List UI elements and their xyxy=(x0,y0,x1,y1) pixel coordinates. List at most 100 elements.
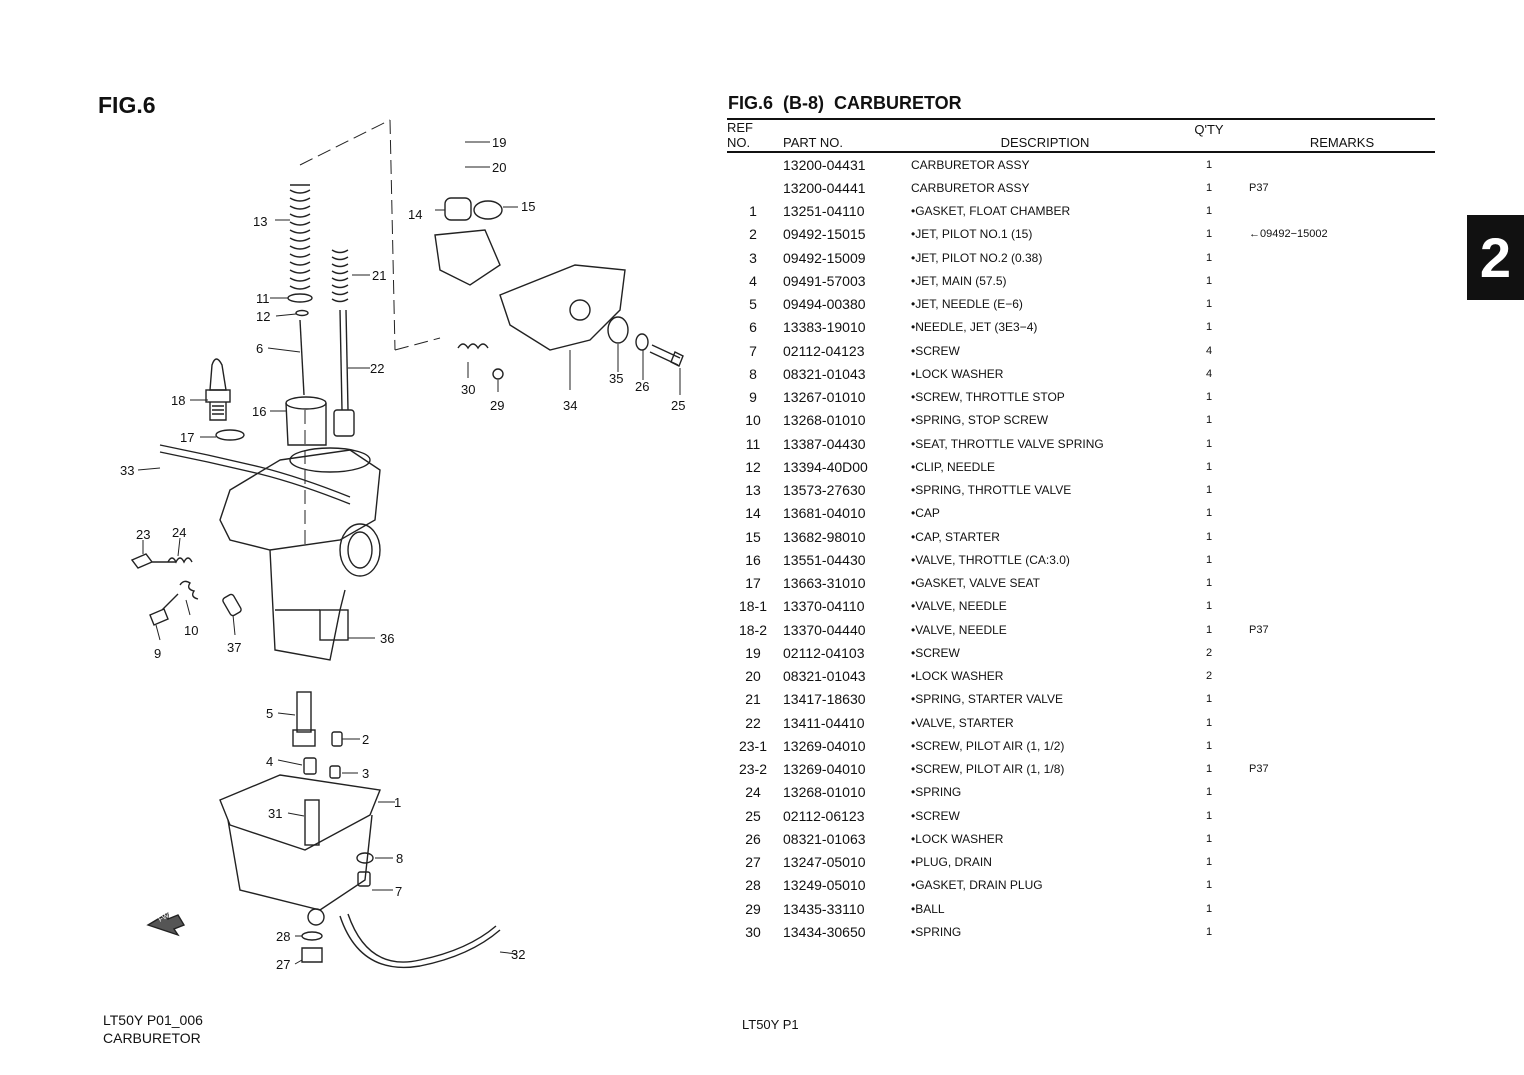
description-cell: •BALL xyxy=(911,901,945,916)
remarks-cell xyxy=(1239,641,1435,664)
header-qty-label: Q'TY xyxy=(1194,122,1224,137)
description-cell: •JET, PILOT NO.2 (0.38) xyxy=(911,250,1043,265)
remarks-cell xyxy=(1239,502,1435,525)
part-no-cell: 13387-04430 xyxy=(783,435,866,452)
description-cell: •PLUG, DRAIN xyxy=(911,855,992,870)
part-no-cell: 13681-04010 xyxy=(783,505,866,522)
callout-2: 2 xyxy=(362,732,369,747)
remarks-cell xyxy=(1239,595,1435,618)
qty-cell: 1 xyxy=(1205,763,1213,776)
callout-14: 14 xyxy=(408,207,422,222)
part-no-cell: 13663-31010 xyxy=(783,575,866,592)
ref-no-cell: 26 xyxy=(745,830,761,847)
part-no-cell: 13251-04110 xyxy=(783,203,865,220)
qty-cell: 1 xyxy=(1205,205,1213,218)
description-cell: •CAP, STARTER xyxy=(911,529,1000,544)
callout-32: 32 xyxy=(511,947,525,962)
qty-cell: 1 xyxy=(1205,181,1213,194)
qty-cell: 1 xyxy=(1205,739,1213,752)
remarks-cell: ←09492−15002 xyxy=(1249,228,1328,241)
description-cell: •SEAT, THROTTLE VALVE SPRING xyxy=(911,436,1104,451)
description-cell: •SPRING, STOP SCREW xyxy=(911,413,1049,428)
description-cell: •SCREW, PILOT AIR (1, 1/2) xyxy=(911,738,1065,753)
qty-cell: 1 xyxy=(1205,879,1213,892)
left-footer-caption: CARBURETOR xyxy=(103,1030,201,1046)
callout-33: 33 xyxy=(120,463,134,478)
remarks-cell xyxy=(1239,152,1435,176)
description-cell: •NEEDLE, JET (3E3−4) xyxy=(911,320,1038,335)
figure-label: FIG.6 xyxy=(98,92,156,118)
callout-16: 16 xyxy=(252,404,266,419)
part-no-cell: 13383-19010 xyxy=(783,319,866,336)
ref-no-cell: 4 xyxy=(749,272,757,289)
callout-1: 1 xyxy=(394,795,401,810)
ref-no-cell: 27 xyxy=(745,854,761,871)
qty-cell: 4 xyxy=(1205,344,1213,357)
description-cell: CARBURETOR ASSY xyxy=(911,157,1030,172)
description-cell: •LOCK WASHER xyxy=(911,366,1004,381)
callout-7: 7 xyxy=(395,884,402,899)
qty-cell: 1 xyxy=(1205,623,1213,636)
ref-no-cell: 6 xyxy=(749,319,757,336)
callout-13: 13 xyxy=(253,214,267,229)
part-no-cell: 13268-01010 xyxy=(783,784,866,801)
header-ref-no: REF NO. xyxy=(727,118,779,153)
remarks-cell xyxy=(1239,525,1435,548)
qty-cell: 1 xyxy=(1205,809,1213,822)
qty-cell: 1 xyxy=(1205,391,1213,404)
qty-cell: 1 xyxy=(1205,460,1213,473)
description-cell: •VALVE, NEEDLE xyxy=(911,599,1007,614)
ref-no-cell: 10 xyxy=(745,412,761,429)
callout-34: 34 xyxy=(563,398,577,413)
callout-36: 36 xyxy=(380,631,394,646)
description-cell: •LOCK WASHER xyxy=(911,831,1004,846)
table-header-row: REF NO. PART NO. DESCRIPTION Q'TY REMARK… xyxy=(727,118,1435,153)
callout-18: 18 xyxy=(171,393,185,408)
description-cell: •JET, PILOT NO.1 (15) xyxy=(911,227,1033,242)
remarks-cell xyxy=(1239,386,1435,409)
page-title: FIG.6 (B-8) CARBURETOR xyxy=(728,93,962,113)
header-description: DESCRIPTION xyxy=(903,118,1179,153)
remarks-cell xyxy=(1239,479,1435,502)
part-no-cell: 13394-40D00 xyxy=(783,458,868,475)
part-no-cell: 09492-15015 xyxy=(783,226,866,243)
remarks-cell xyxy=(1239,711,1435,734)
ref-no-cell xyxy=(727,152,779,176)
throttle-spring-13 xyxy=(287,184,313,317)
description-cell: •VALVE, NEEDLE xyxy=(911,622,1007,637)
ref-no-cell: 19 xyxy=(745,644,761,661)
qty-cell: 1 xyxy=(1205,600,1213,613)
description-cell: CARBURETOR ASSY xyxy=(911,180,1030,195)
part-no-cell: 08321-01043 xyxy=(783,668,866,685)
description-cell: •SPRING, STARTER VALVE xyxy=(911,692,1064,707)
ref-no-cell: 9 xyxy=(749,389,757,406)
ref-no-cell: 18-2 xyxy=(738,621,768,638)
ref-no-cell: 13 xyxy=(745,482,761,499)
part-no-cell: 13551-04430 xyxy=(783,551,866,568)
part-no-cell: 13247-05010 xyxy=(783,854,866,871)
qty-cell: 1 xyxy=(1205,925,1213,938)
ref-no-cell: 23-2 xyxy=(738,761,768,778)
description-cell: •SCREW, PILOT AIR (1, 1/8) xyxy=(911,762,1065,777)
remarks-cell xyxy=(1239,200,1435,223)
carburetor-body xyxy=(219,447,381,661)
qty-cell: 1 xyxy=(1205,274,1213,287)
remarks-cell xyxy=(1239,827,1435,850)
ref-no-cell: 14 xyxy=(745,505,761,522)
qty-cell: 4 xyxy=(1205,367,1213,380)
ref-no-cell: 2 xyxy=(749,226,757,243)
